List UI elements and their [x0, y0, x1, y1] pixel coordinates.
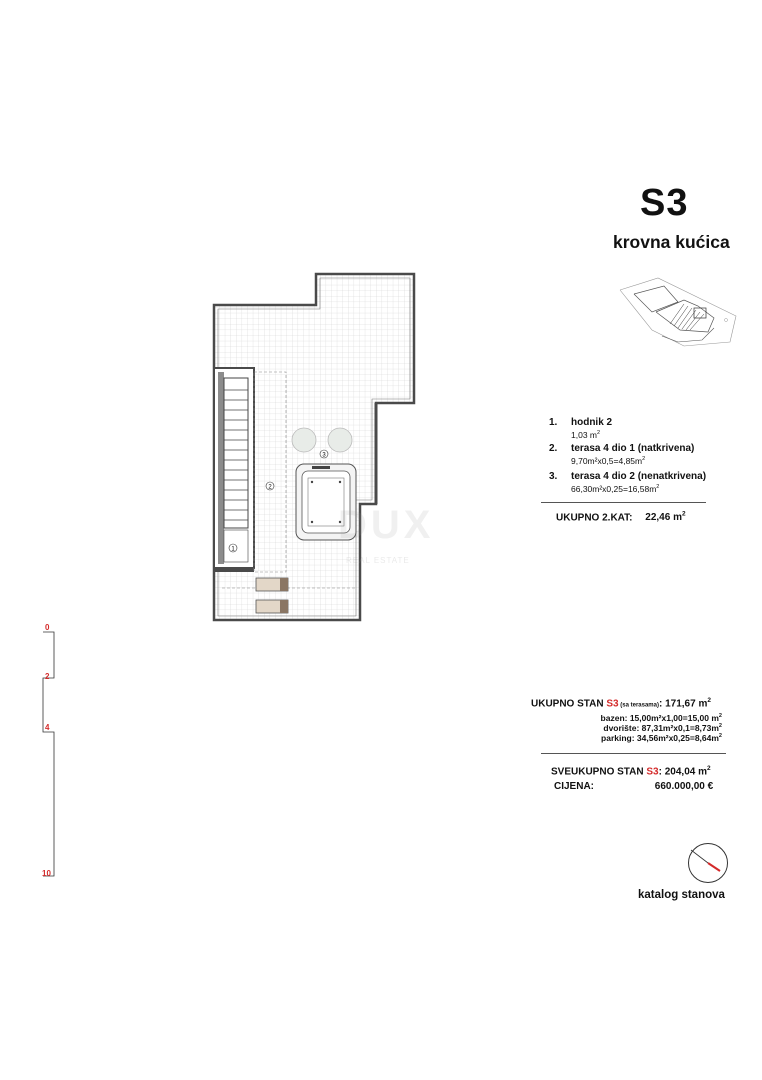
scale-tick-0: 0: [45, 623, 50, 632]
extra-item-dvoriste: dvorište: 87,31m²x0,1=8,73m2: [603, 723, 722, 733]
scale-tick-10: 10: [42, 869, 51, 878]
apartment-total: UKUPNO STAN S3 (sa terasama): 171,67 m2: [531, 697, 711, 710]
price: CIJENA: 660.000,00 €: [554, 781, 713, 792]
room-name: terasa 4 dio 2 (nenatkrivena): [571, 471, 707, 482]
extras-list: bazen: 15,00m²x1,00=15,00 m2 dvorište: 8…: [560, 713, 722, 743]
room-number: 3.: [549, 471, 558, 482]
apartment-total-note: (sa terasama): [618, 702, 659, 709]
site-plan-thumbnail: [619, 277, 737, 347]
unit-title: S3: [640, 182, 689, 224]
apartment-unit: S3: [606, 698, 619, 710]
room-number: 2.: [549, 443, 558, 454]
extra-item-bazen: bazen: 15,00m²x1,00=15,00 m2: [600, 713, 722, 723]
grand-total: SVEUKUPNO STAN S3: 204,04 m2: [551, 765, 711, 778]
room-area: 1,03 m2: [571, 430, 601, 440]
floor-total: UKUPNO 2.KAT: 22,46 m2: [556, 511, 686, 523]
extra-item-parking: parking: 34,56m²x0,25=8,64m2: [601, 733, 722, 743]
scale-tick-2: 2: [45, 672, 50, 681]
floor-plan: 1 2 3: [212, 272, 416, 622]
unit-subtitle: krovna kućica: [613, 232, 730, 252]
plan-label-room1: 1: [231, 547, 235, 553]
price-label: CIJENA:: [554, 781, 595, 792]
room-area: 66,30m²x0,25=16,58m2: [571, 484, 660, 494]
floor-total-label: UKUPNO 2.KAT:: [556, 512, 633, 524]
plan-label-room2: 2: [268, 485, 272, 491]
price-value: 660.000,00 €: [654, 781, 714, 792]
scale-bar: [42, 631, 55, 877]
divider-line: [541, 502, 706, 503]
compass-icon: [688, 843, 728, 883]
floor-total-value: 22,46 m2: [645, 511, 686, 524]
room-area: 9,70m²x0,5=4,85m2: [571, 456, 646, 466]
footer-caption: katalog stanova: [638, 889, 725, 901]
plan-label-room3: 3: [322, 453, 326, 459]
scale-tick-4: 4: [45, 723, 50, 732]
watermark-subtitle: REAL ESTATE: [346, 556, 410, 565]
room-name: hodnik 2: [571, 417, 613, 428]
room-name: terasa 4 dio 1 (natkrivena): [571, 443, 695, 454]
watermark-logo: DUX: [338, 503, 435, 547]
grand-total-unit: S3: [646, 766, 659, 778]
room-number: 1.: [549, 417, 558, 428]
divider-line-2: [541, 753, 726, 754]
